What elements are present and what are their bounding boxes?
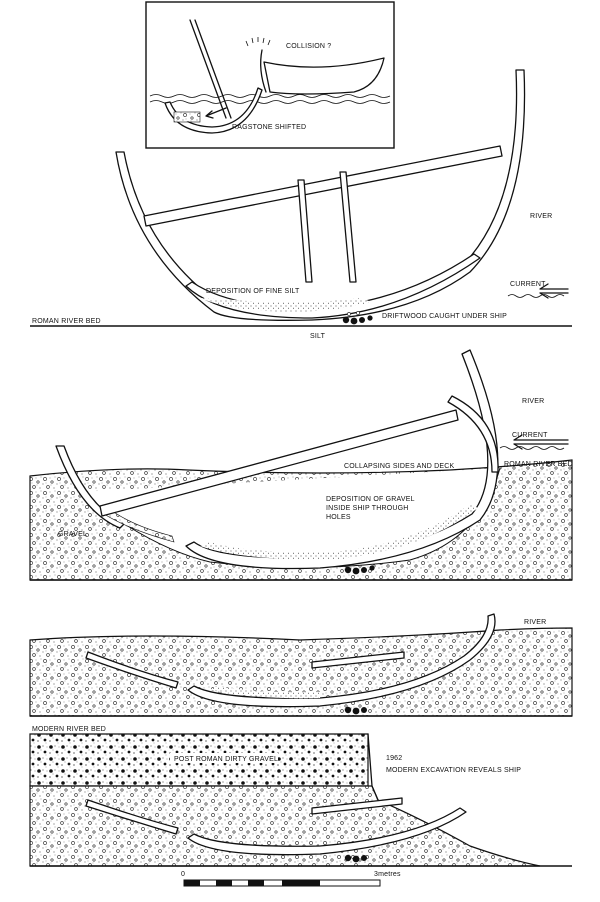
inset-water-surface: [149, 94, 391, 98]
stage1-fine-silt-label: DEPOSITION OF FINE SILT: [206, 288, 300, 295]
stage1-upright-left: [297, 179, 313, 283]
stage1-upright-right: [339, 171, 357, 283]
stage4-left-timber: [85, 799, 179, 835]
scale-seg-2: [216, 880, 232, 886]
stage1-deck-beam: [143, 145, 503, 227]
inset-mast-inner: [194, 19, 232, 119]
stage2-gravel-deposit-line2: INSIDE SHIP THROUGH: [326, 505, 409, 512]
stage1-current-wave: [507, 294, 565, 298]
stage2-gravel-deposit-line1: DEPOSITION OF GRAVEL: [326, 496, 415, 503]
stage4-excavation-face: [367, 733, 379, 801]
inset-impact-marks: [245, 37, 271, 47]
stage2-driftwood: [344, 565, 375, 575]
stage1-current-label: CURRENT: [510, 281, 546, 288]
stage4-dirty-gravel-label-bg: [170, 753, 278, 763]
inset-ragstone-label: RAGSTONE SHIFTED: [232, 124, 306, 131]
inset-mast: [189, 19, 227, 119]
stage2-gravel-inside: [200, 504, 478, 560]
stage2-deck-beam: [99, 409, 459, 517]
stage1-current-arrow: [539, 283, 569, 299]
stage4-dirty-gravel-label: POST ROMAN DIRTY GRAVEL: [174, 756, 278, 763]
stage4-driftwood: [344, 854, 367, 863]
inset-ragstone-cargo: [173, 111, 201, 123]
stage3-left-timber: [85, 651, 179, 689]
stage1-ship-settling: RIVER CURRENT DEPOSITION OF FINE SILT DR…: [30, 69, 572, 340]
stage2-roman-river-bed-label: ROMAN RIVER BED: [504, 461, 573, 468]
scale-seg-3: [248, 880, 264, 886]
stage3-ship-buried: RIVER: [29, 613, 573, 717]
stage2-sides-collapsing: RIVER CURRENT ROMAN RIVER BED COLLAPSING…: [29, 349, 573, 581]
inset-collision-panel: COLLISION ? RAGSTONE SHIFTED: [145, 1, 395, 149]
stage2-collapsing-label: COLLAPSING SIDES AND DECK: [344, 463, 455, 470]
scale-start-label: 0: [181, 871, 185, 878]
stage1-silt-label: SILT: [310, 333, 326, 340]
inset-colliding-stem: [260, 49, 267, 93]
stage1-driftwood-label: DRIFTWOOD CAUGHT UNDER SHIP: [382, 313, 507, 320]
stage2-gravel-inside-left: [103, 507, 175, 543]
stage1-fine-silt: [200, 298, 372, 312]
stage2-current-arrow: [513, 434, 569, 450]
stage2-gravel-deposit-line3: HOLES: [326, 514, 351, 521]
scale-seg-1: [184, 880, 200, 886]
stage4-excavation-label: MODERN EXCAVATION REVEALS SHIP: [386, 767, 521, 774]
stage4-upper-timber: [311, 797, 403, 815]
stage1-driftwood: [342, 311, 373, 325]
stage2-current-wave: [499, 446, 565, 450]
stage3-river-label: RIVER: [524, 619, 546, 626]
inset-colliding-hull: [263, 57, 385, 95]
inset-water-line: [149, 100, 391, 104]
stage4-modern-excavation: MODERN RIVER BED POST ROMAN DIRTY GRAVEL…: [29, 726, 572, 867]
scale-end-label: 3metres: [374, 871, 401, 878]
stage2-current-label: CURRENT: [512, 432, 548, 439]
stage3-gravel-bed: [29, 627, 573, 717]
stage1-river-label: RIVER: [530, 213, 552, 220]
inset-sinking-hull: [164, 87, 263, 134]
stage3-driftwood: [344, 706, 367, 715]
stage2-right-side: [447, 395, 499, 473]
stage1-roman-river-bed-label: ROMAN RIVER BED: [32, 318, 101, 325]
stage4-hull: [187, 807, 467, 856]
inset-shift-arrow: [205, 107, 227, 119]
scale-seg-4: [282, 880, 320, 886]
inset-collision-label: COLLISION ?: [286, 43, 331, 50]
stage3-upper-timber: [311, 651, 405, 669]
scale-bar: 0 3metres: [181, 871, 401, 887]
stage2-gravel-label: GRAVEL: [58, 531, 87, 538]
stage2-river-label: RIVER: [522, 398, 544, 405]
stage4-year-label: 1962: [386, 755, 402, 762]
stage4-modern-river-bed-label: MODERN RIVER BED: [32, 726, 106, 733]
stage3-silt: [210, 686, 320, 699]
